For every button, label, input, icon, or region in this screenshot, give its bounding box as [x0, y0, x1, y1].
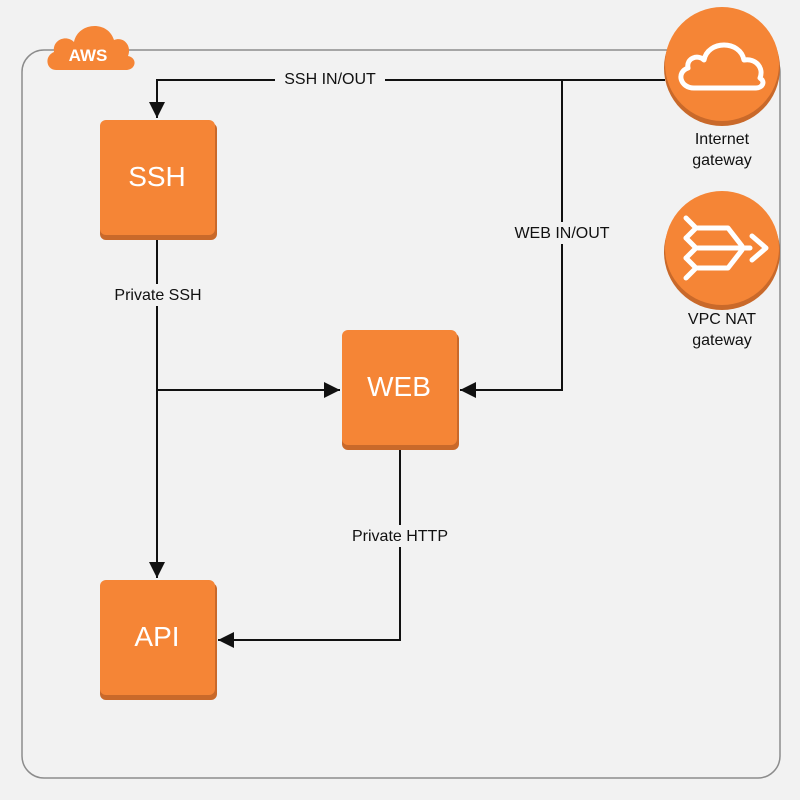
aws-cloud-badge: AWS — [47, 25, 135, 70]
ssh-node[interactable]: SSH — [100, 120, 217, 240]
edge-label-private-http: Private HTTP — [342, 525, 458, 547]
api-node[interactable]: API — [100, 580, 217, 700]
edge-label-web-in-out: WEB IN/OUT — [505, 222, 620, 244]
svg-text:Private HTTP: Private HTTP — [352, 528, 448, 545]
internet-gateway-label-line1: Internet — [695, 131, 750, 148]
edge-label-private-ssh: Private SSH — [104, 284, 212, 306]
cloud-icon — [678, 42, 766, 91]
ssh-node-label: SSH — [128, 161, 186, 192]
edge-web-in-out — [460, 80, 563, 398]
edge-label-ssh-in-out: SSH IN/OUT — [275, 68, 385, 90]
aws-group-border — [21, 49, 781, 779]
svg-text:SSH IN/OUT: SSH IN/OUT — [284, 71, 376, 88]
vpc-nat-gateway[interactable]: VPC NAT gateway — [664, 191, 780, 349]
edge-ssh-in-out — [149, 79, 665, 118]
internet-gateway[interactable]: Internet gateway — [664, 7, 780, 169]
nat-gateway-label-line1: VPC NAT — [688, 311, 756, 328]
svg-text:Private SSH: Private SSH — [114, 287, 201, 304]
aws-badge-text: AWS — [69, 46, 108, 65]
internet-gateway-label-line2: gateway — [692, 152, 752, 169]
edge-private-http — [218, 450, 401, 648]
connections — [149, 79, 665, 648]
web-node-label: WEB — [367, 371, 431, 402]
api-node-label: API — [134, 621, 179, 652]
svg-text:WEB IN/OUT: WEB IN/OUT — [514, 225, 609, 242]
nat-arrows-icon — [683, 215, 769, 281]
aws-cloud-icon — [47, 25, 135, 70]
nat-gateway-label-line2: gateway — [692, 332, 752, 349]
web-node[interactable]: WEB — [342, 330, 459, 450]
